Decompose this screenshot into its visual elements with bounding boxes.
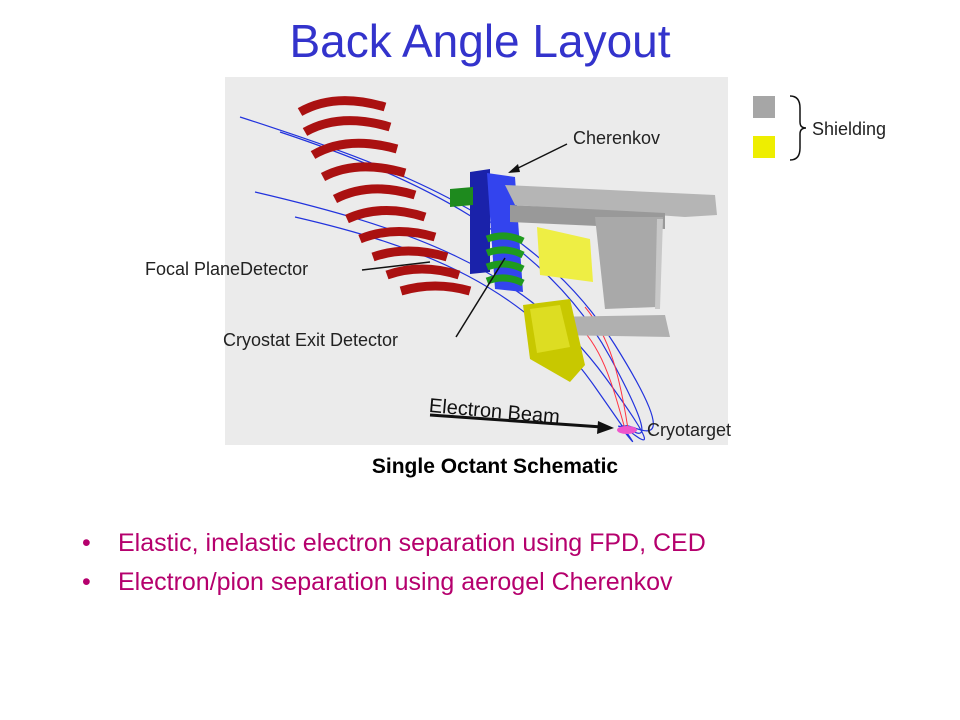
shielding-legend-swatch-yellow <box>753 136 775 158</box>
electron-beam-arrowhead <box>597 421 614 434</box>
cherenkov-label: Cherenkov <box>573 128 661 148</box>
bullet-dot-icon: • <box>82 568 91 596</box>
shielding-legend-label: Shielding <box>812 119 887 139</box>
page-title: Back Angle Layout <box>289 15 671 67</box>
bullet-text: Elastic, inelastic electron separation u… <box>118 529 706 557</box>
yellow-shielding-shape <box>523 227 593 382</box>
electron-beam-arrow-line <box>429 413 603 429</box>
cryostat-exit-pointer <box>455 257 506 338</box>
cherenkov-pointer <box>509 143 568 173</box>
schematic-caption: Single Octant Schematic <box>371 455 619 478</box>
cherenkov-pointer-arrowhead <box>508 164 520 173</box>
cryotarget-label: Cryotarget <box>647 420 732 440</box>
shielding-legend-brace <box>789 95 807 161</box>
bullet-list: • Elastic, inelastic electron separation … <box>82 528 706 606</box>
cryostat-exit-detector-shape <box>485 232 525 287</box>
bullet-item: • Elastic, inelastic electron separation … <box>82 528 706 558</box>
focal-plane-pointer <box>361 261 431 271</box>
bullet-dot-icon: • <box>82 529 91 557</box>
cryotarget-shape <box>617 426 637 434</box>
gray-shielding-shape <box>505 185 717 337</box>
shielding-legend-swatch-gray <box>753 96 775 118</box>
octant-schematic-image <box>225 77 728 445</box>
focal-plane-detector-shape <box>297 96 472 296</box>
cryostat-exit-detector-label: Cryostat Exit Detector <box>223 330 399 350</box>
bullet-item: • Electron/pion separation using aerogel … <box>82 567 706 597</box>
octant-schematic-drawing <box>239 96 717 442</box>
bullet-text: Electron/pion separation using aerogel C… <box>118 568 673 596</box>
focal-plane-detector-label: Focal PlaneDetector <box>145 259 309 279</box>
